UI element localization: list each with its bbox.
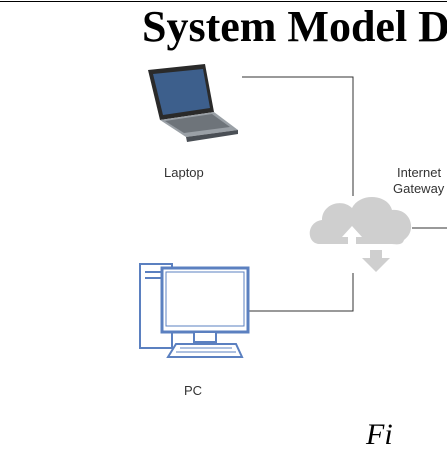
gateway-label-line1: Internet [397, 165, 442, 180]
system-diagram [139, 64, 447, 358]
cloud-upload-download-icon[interactable] [309, 196, 412, 272]
edge-pc-gateway [248, 273, 354, 312]
laptop-label: Laptop [164, 165, 204, 180]
figure-caption-partial: Fi [366, 418, 393, 451]
edge-laptop-gateway [242, 76, 354, 196]
gateway-label-line2: Gateway [393, 181, 445, 196]
pc-label: PC [184, 383, 203, 398]
connector-lines [242, 76, 447, 312]
page-title: System Model D [142, 2, 447, 51]
laptop-icon[interactable] [148, 64, 238, 142]
top-rule [0, 1, 447, 2]
desktop-pc-icon[interactable] [139, 263, 250, 358]
